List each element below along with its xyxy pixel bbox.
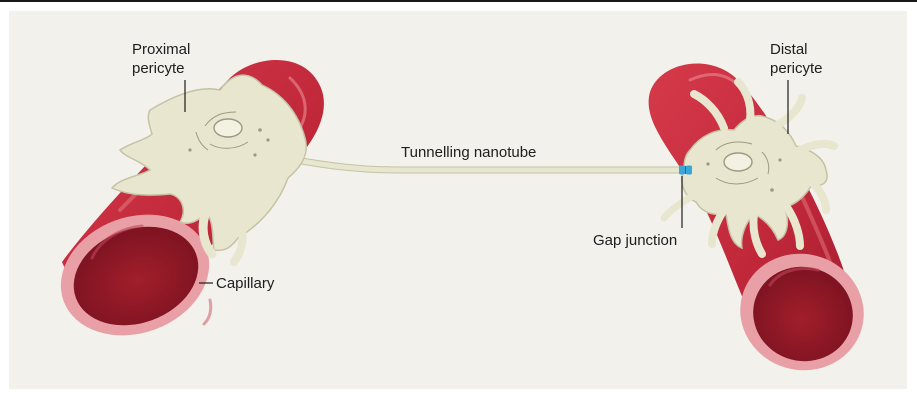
proximal-nucleus (214, 119, 242, 137)
right-capillary (649, 63, 877, 384)
nanotube-label: Tunnelling nanotube (401, 143, 536, 162)
capillary-label: Capillary (216, 274, 274, 293)
gap-junction (679, 166, 692, 175)
gap-junction-label: Gap junction (593, 231, 677, 250)
distal-nucleus (724, 153, 752, 171)
distal-label-line1: Distal (770, 40, 823, 59)
distal-pericyte-label: Distal pericyte (770, 40, 823, 78)
distal-label-line2: pericyte (770, 59, 823, 78)
proximal-label-line2: pericyte (132, 59, 190, 78)
proximal-label-line1: Proximal (132, 40, 190, 59)
proximal-pericyte-label: Proximal pericyte (132, 40, 190, 78)
